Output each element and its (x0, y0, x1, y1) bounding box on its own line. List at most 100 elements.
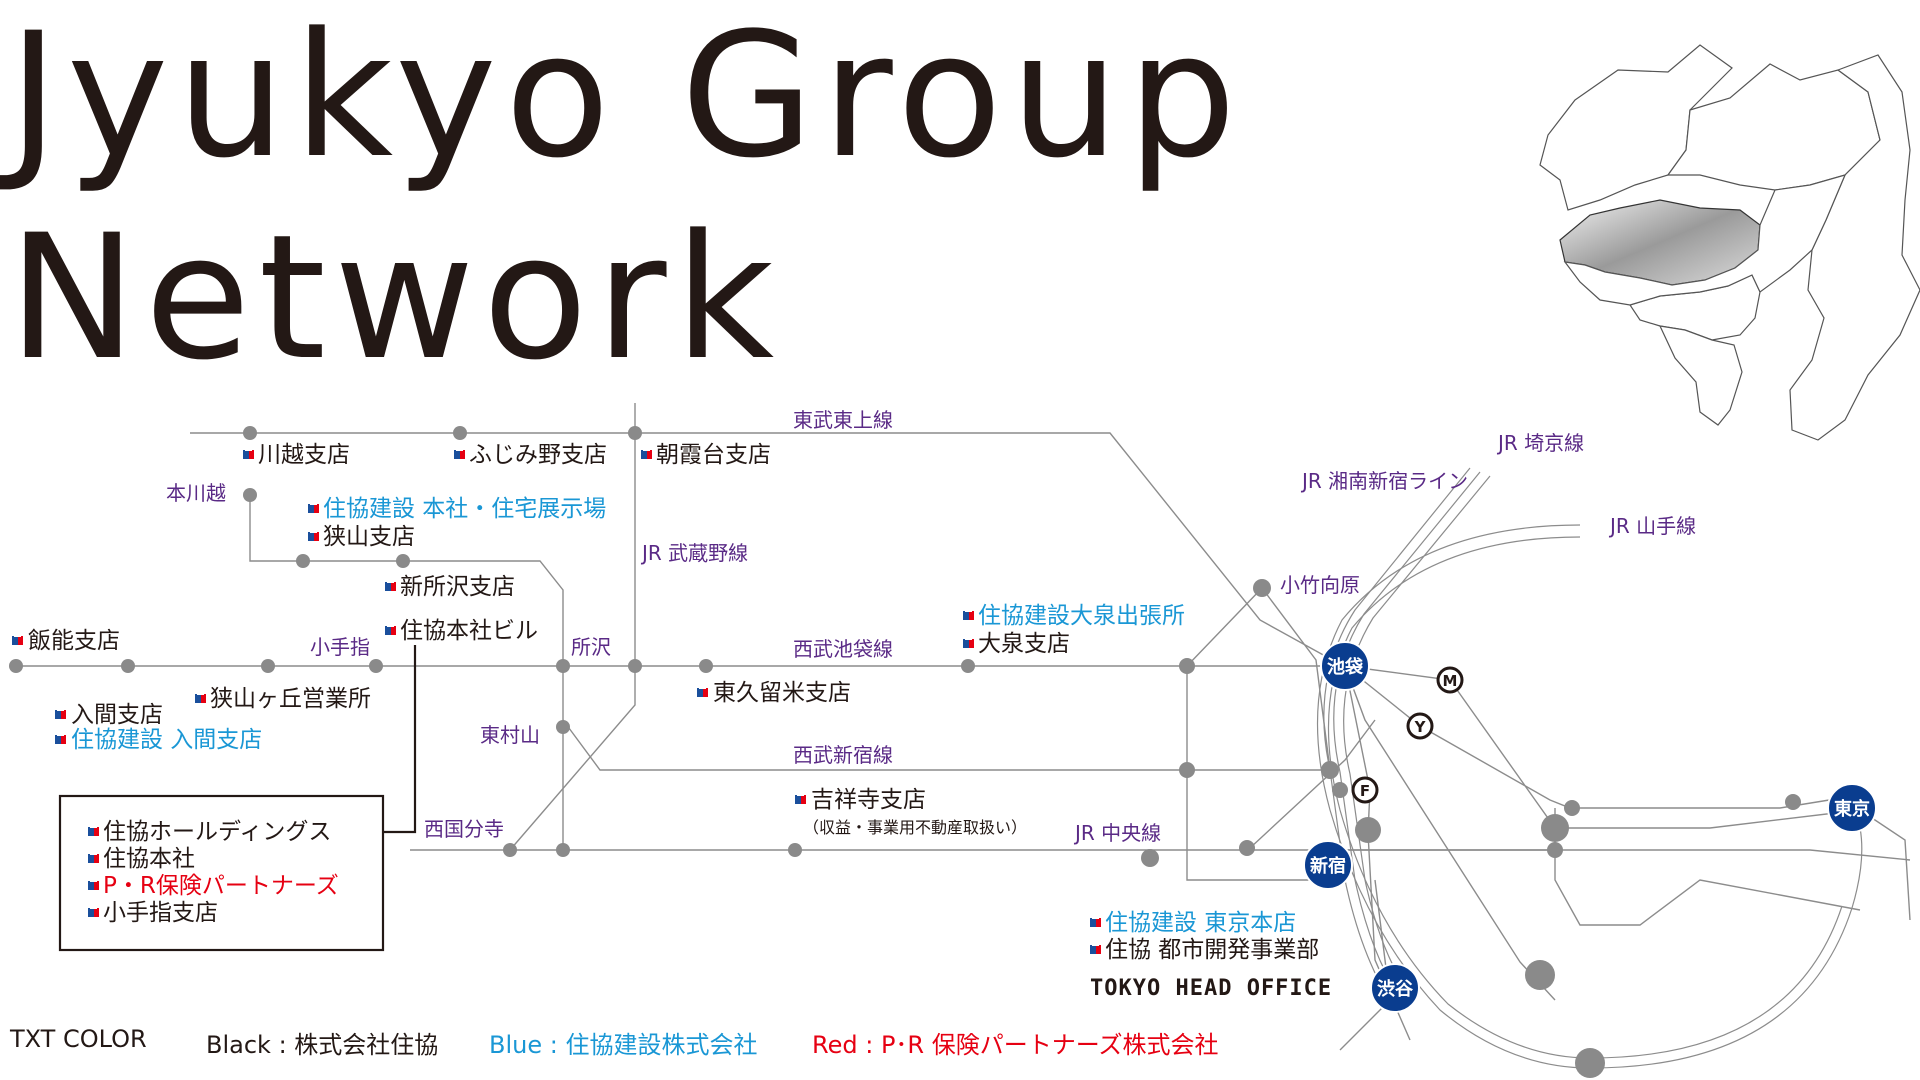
station-honkawagoe (243, 488, 257, 502)
line-label-jr-saikyo: JR 埼京線 (1496, 431, 1584, 455)
jyukyo-logo-icon (963, 637, 974, 648)
station-ichigaya (1541, 814, 1569, 842)
svg-text:住協建設 東京本店: 住協建設 東京本店 (1105, 910, 1296, 936)
svg-text:住協建設 本社・住宅展示場: 住協建設 本社・住宅展示場 (323, 496, 606, 522)
jyukyo-logo-icon (454, 448, 465, 459)
hq-kotesashi: 小手指支店 (88, 900, 218, 926)
station-tokorozawa-2 (628, 659, 642, 673)
station-asakadai (628, 426, 642, 440)
station-otemachi (1785, 794, 1801, 810)
station-kotesashi (369, 659, 383, 673)
station-kudanshita (1547, 842, 1563, 858)
jr-saikyo-shonan (1323, 467, 1491, 1009)
line-marunouchi (1344, 665, 1861, 829)
station-tokorozawa (556, 659, 570, 673)
jyukyo-logo-icon (795, 793, 806, 804)
station-kokkai (1525, 960, 1555, 990)
station-kotakemukaihara (1253, 579, 1271, 597)
line-seibu-shinjuku (562, 719, 1330, 771)
line-tobu-tojo (190, 432, 1346, 668)
hq-holdings: 住協ホールディングス (88, 819, 331, 845)
svg-text:住協建設大泉出張所: 住協建設大泉出張所 (978, 603, 1185, 629)
jr-yamanote-loop (1316, 524, 1863, 1069)
metro-y-icon: Y (1406, 712, 1434, 740)
svg-text:住協ホールディングス: 住協ホールディングス (103, 819, 331, 845)
station-shinjuku-sanchome (1355, 817, 1381, 843)
svg-text:狭山ヶ丘営業所: 狭山ヶ丘営業所 (210, 686, 371, 712)
line-seibu-ikebukuro-branch (249, 492, 564, 852)
svg-text:東京: 東京 (1834, 798, 1870, 820)
station-label-tokorozawa: 所沢 (571, 635, 611, 659)
line-label-jr-shonan: JR 湘南新宿ライン (1300, 469, 1468, 493)
line-to-shinjuku-link (1186, 666, 1345, 881)
station-takadanobaba (1321, 761, 1339, 779)
stations (9, 426, 1801, 1078)
station-label-honkawagoe: 本川越 (166, 481, 226, 505)
station-sayama (296, 554, 310, 568)
jyukyo-logo-icon (385, 624, 396, 635)
station-seibu-shinjuku (1179, 762, 1195, 778)
station-kokubunji (503, 843, 517, 857)
svg-text:小手指支店: 小手指支店 (103, 900, 218, 926)
svg-text:朝霞台支店: 朝霞台支店 (656, 442, 771, 468)
svg-text:住協本社ビル: 住協本社ビル (400, 618, 538, 644)
jyukyo-logo-icon (55, 733, 66, 744)
office-asakadai: 朝霞台支店 (641, 442, 771, 468)
legend-red: Red : P･R 保険パートナーズ株式会社 (812, 1031, 1219, 1059)
office-kensetsu-iruma: 住協建設 入間支店 (55, 727, 262, 753)
line-keio (1249, 719, 1376, 849)
station-oizumi (961, 659, 975, 673)
office-kensetsu-tokyo: 住協建設 東京本店 (1090, 910, 1296, 936)
office-iruma: 入間支店 (55, 702, 163, 728)
jyukyo-logo-icon (963, 609, 974, 620)
station-kichijoji (788, 843, 802, 857)
office-sayamagaoka: 狭山ヶ丘営業所 (195, 686, 371, 712)
office-toshi-kaihatsu: 住協 都市開発事業部 (1090, 937, 1319, 963)
office-shintokorozawa: 新所沢支店 (385, 574, 515, 600)
svg-text:川越支店: 川越支店 (258, 442, 350, 468)
station-label-kotesashi: 小手指 (310, 635, 370, 659)
jyukyo-logo-icon (1090, 916, 1101, 927)
tokyo-head-office-label: TOKYO HEAD OFFICE (1090, 976, 1332, 1001)
svg-text:P・R保険パートナーズ: P・R保険パートナーズ (103, 873, 339, 899)
svg-text:大泉支店: 大泉支店 (978, 631, 1070, 657)
station-sayamagaoka (261, 659, 275, 673)
jyukyo-logo-icon (1090, 943, 1101, 954)
title-line-2: Network (8, 197, 783, 398)
station-iidabashi (1564, 800, 1580, 816)
station-kokubunji-2 (556, 843, 570, 857)
line-label-tobu-tojo: 東武東上線 (793, 408, 893, 432)
line-jr-musashino (509, 403, 636, 851)
svg-text:住協建設 入間支店: 住協建設 入間支店 (71, 727, 262, 753)
station-nakano (1141, 849, 1159, 867)
office-hanno: 飯能支店 (12, 628, 120, 654)
office-kensetsu-hq: 住協建設 本社・住宅展示場 (308, 496, 606, 522)
svg-text:M: M (1443, 672, 1458, 690)
station-nerima (1179, 658, 1195, 674)
metro-f-icon: F (1351, 776, 1379, 804)
svg-text:渋谷: 渋谷 (1377, 978, 1414, 1000)
station-nakano-2 (1239, 840, 1255, 856)
svg-text:住協 都市開発事業部: 住協 都市開発事業部 (1105, 937, 1319, 963)
jyukyo-logo-icon (195, 692, 206, 703)
station-fujimino (453, 426, 467, 440)
title-line-1: Jyukyo Group (8, 0, 1245, 196)
office-honsha-bldg: 住協本社ビル (385, 618, 538, 644)
svg-text:新宿: 新宿 (1310, 855, 1346, 877)
line-label-seibu-ikebukuro: 西武池袋線 (793, 637, 893, 661)
hub-shibuya: 渋谷 (1370, 963, 1420, 1013)
office-kensetsu-oizumi: 住協建設大泉出張所 (963, 603, 1185, 629)
hub-tokyo: 東京 (1827, 783, 1877, 833)
line-label-jr-yamanote: JR 山手線 (1608, 514, 1696, 538)
jyukyo-logo-icon (243, 448, 254, 459)
metro-m-icon: M (1436, 666, 1464, 694)
office-oizumi: 大泉支店 (963, 631, 1070, 657)
line-tokyo-vertical (1554, 808, 1861, 926)
legend-black: Black : 株式会社住協 (206, 1031, 439, 1059)
hq-box: 住協ホールディングス 住協本社 P・R保険パートナーズ 小手指支店 (58, 794, 385, 952)
jyukyo-logo-icon (385, 580, 396, 591)
station-label-kokubunji: 西国分寺 (424, 817, 504, 841)
office-sayama: 狭山支店 (308, 524, 415, 550)
svg-text:F: F (1360, 782, 1370, 800)
